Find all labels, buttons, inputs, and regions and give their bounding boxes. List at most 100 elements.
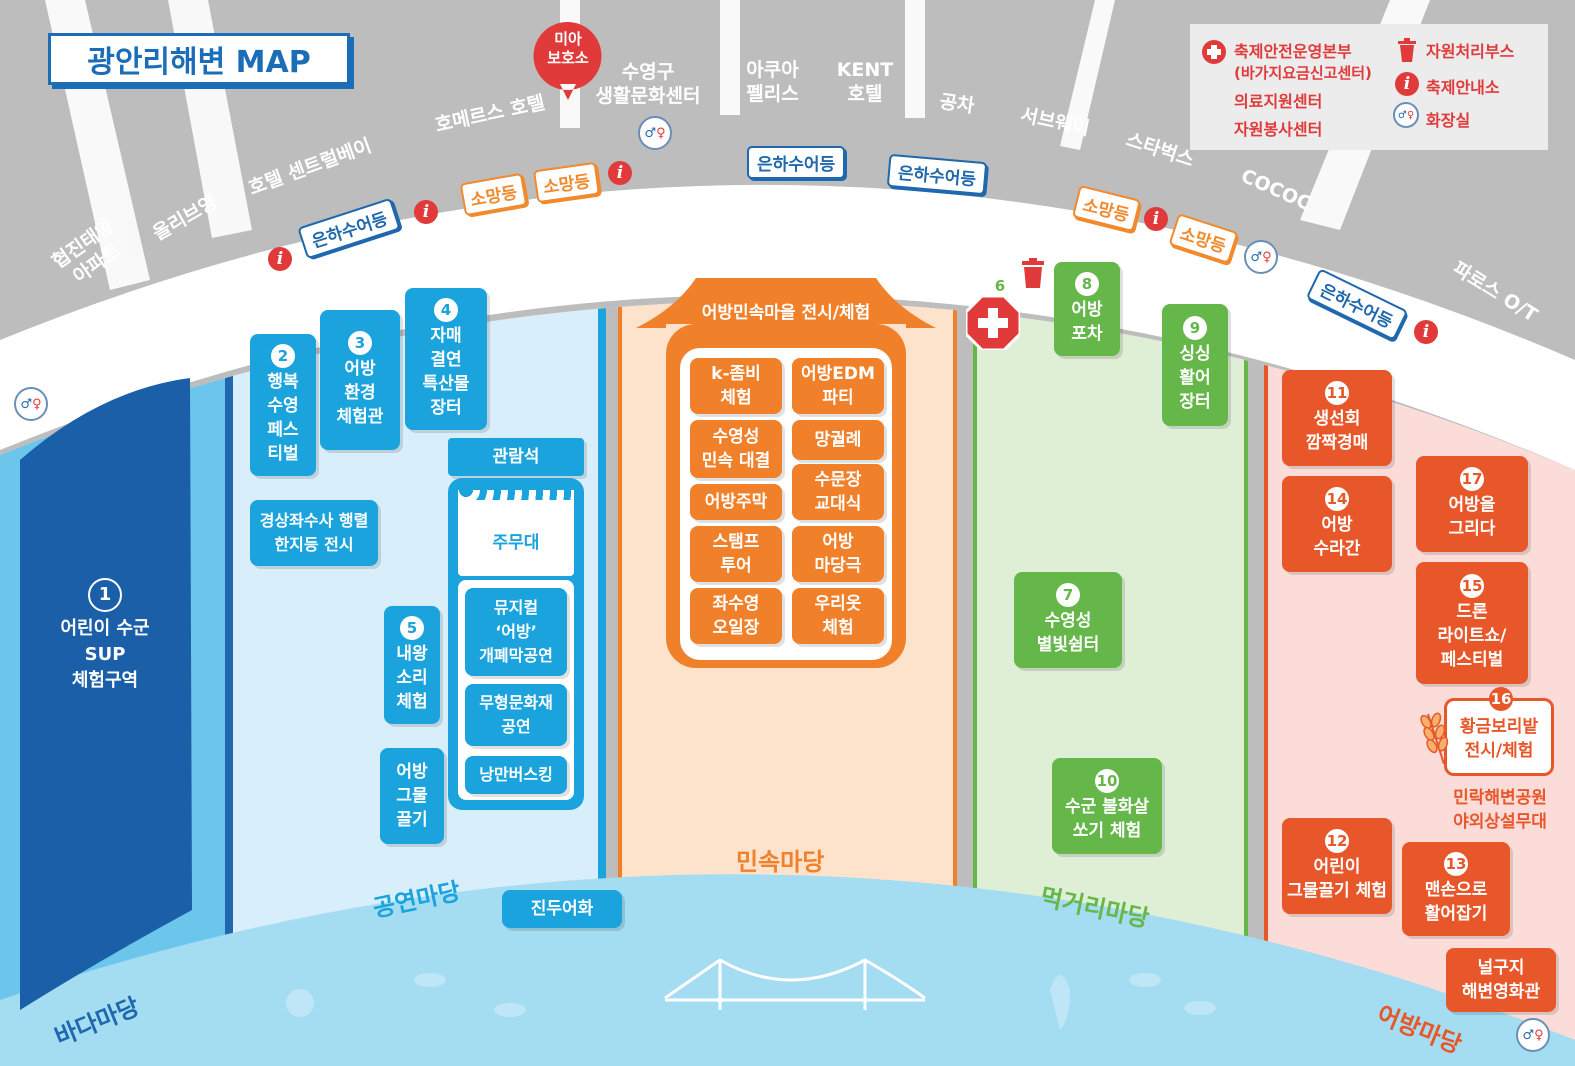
info-icon: i (1395, 72, 1419, 96)
folk-item[interactable]: 어방주막 (690, 484, 782, 520)
booth-number: 16 (1489, 687, 1513, 711)
info-icon[interactable]: i (1414, 320, 1438, 344)
booth-label: 행복 수영 페스 티벌 (267, 372, 299, 464)
info-icon[interactable]: i (608, 161, 632, 185)
folk-item[interactable]: 어방 마당극 (792, 526, 884, 582)
stands[interactable]: 관람석 (448, 438, 584, 476)
main-stage-label: 주무대 (492, 533, 540, 553)
info-icon[interactable]: i (414, 200, 438, 224)
lost-child-label: 미아 보호소 (547, 30, 589, 67)
legend: 축제안전운영본부 (바가지요금신고센터) 의료지원센터 자원봉사센터 자원처리부… (1190, 24, 1548, 150)
restroom-icon[interactable]: ♂♀ (14, 387, 48, 421)
booth-4[interactable]: 4 자매 결연 특산물 장터 (405, 288, 487, 430)
trash-icon[interactable] (1020, 258, 1046, 288)
booth-number: 4 (434, 298, 458, 322)
first-aid-octagon-icon[interactable] (966, 296, 1020, 350)
booth-number: 1 (88, 578, 122, 612)
label-kent-hotel: KENT 호텔 (836, 59, 894, 105)
booth-number: 5 (400, 616, 424, 640)
booth-8[interactable]: 8 어방 포차 (1054, 262, 1120, 356)
folk-item[interactable]: 어방EDM 파티 (792, 358, 884, 414)
booth-12[interactable]: 12 어린이 그물끌기 체험 (1282, 818, 1392, 914)
folk-item[interactable]: 스탬프 투어 (690, 526, 782, 582)
booth-number: 9 (1183, 316, 1207, 340)
booth-label: 황금보리밭 전시/체험 (1459, 717, 1539, 761)
booth-label: 어린이 그물끌기 체험 (1287, 857, 1387, 901)
intangible-heritage-show[interactable]: 무형문화재 공연 (465, 684, 567, 746)
main-stage[interactable]: 주무대 (458, 490, 574, 576)
booth-label: 어방 포차 (1071, 300, 1103, 344)
booth-label: 수군 불화살 쏘기 체험 (1064, 797, 1150, 841)
booth-number: 14 (1325, 487, 1349, 511)
booth-7[interactable]: 7 수영성 별빛쉼터 (1014, 572, 1122, 668)
trash-icon (1398, 38, 1416, 62)
booth-label: 어린이 수군 SUP 체험구역 (60, 618, 150, 691)
restroom-icon[interactable]: ♂♀ (638, 116, 672, 150)
restroom-icon[interactable]: ♂♀ (1516, 1018, 1550, 1052)
location-pin-icon (533, 22, 602, 100)
musical-opening[interactable]: 뮤지컬 ‘어방’ 개폐막공연 (465, 588, 567, 676)
hanji-lantern-exhibit[interactable]: 경상좌수사 행렬 한지등 전시 (250, 500, 378, 566)
fish-decor (286, 973, 1216, 1030)
folk-item[interactable]: 망궐례 (792, 420, 884, 460)
booth-number: 17 (1460, 467, 1484, 491)
barley-icon (1420, 712, 1449, 765)
booth-label: 드론 라이트쇼/ 페스티벌 (1437, 602, 1507, 670)
millak-park-stage[interactable]: 민락해변공원 야외상설무대 (1453, 788, 1547, 832)
folk-village-header: 어방민속마을 전시/체험 (701, 303, 871, 323)
first-aid-icon (1202, 40, 1226, 64)
legend-hq-sub: (바가지요금신고센터) (1234, 64, 1372, 82)
booth-number: 8 (1075, 272, 1099, 296)
booth-label: 맨손으로 활어잡기 (1424, 880, 1488, 924)
info-icon[interactable]: i (1144, 207, 1168, 231)
booth-number: 7 (1056, 583, 1080, 607)
jindu-fire[interactable]: 진두어화 (502, 890, 622, 928)
folk-item[interactable]: 수문장 교대식 (792, 464, 884, 520)
booth-11[interactable]: 11 생선회 깜짝경매 (1282, 370, 1392, 466)
booth-15[interactable]: 15 드론 라이트쇼/ 페스티벌 (1416, 562, 1528, 684)
booth-label: 수영성 별빛쉼터 (1036, 611, 1100, 655)
zone-folk: 민속마당 (736, 848, 825, 876)
booth-label: 싱싱 활어 장터 (1179, 344, 1211, 412)
booth-number: 2 (271, 344, 295, 368)
booth-number: 6 (988, 274, 1012, 298)
booth-16[interactable]: 16 황금보리밭 전시/체험 (1444, 687, 1554, 776)
romantic-busking[interactable]: 낭만버스킹 (465, 756, 567, 794)
folk-item[interactable]: k-좀비 체험 (690, 358, 782, 414)
folk-item[interactable]: 좌수영 오일장 (690, 588, 782, 644)
legend-trash: 자원처리부스 (1426, 42, 1515, 61)
booth-number: 11 (1325, 381, 1349, 405)
booth-17[interactable]: 17 어방을 그리다 (1416, 456, 1528, 552)
legend-hq: 축제안전운영본부 (1234, 42, 1352, 61)
booth-1[interactable]: 1 어린이 수군 SUP 체험구역 (40, 578, 170, 694)
net-pulling[interactable]: 어방 그물 끌기 (380, 748, 444, 844)
booth-number: 12 (1325, 829, 1349, 853)
neolguji-beach-cinema[interactable]: 널구지 해변영화관 (1446, 948, 1556, 1012)
booth-number: 10 (1095, 769, 1119, 793)
restroom-icon[interactable]: ♂♀ (1244, 240, 1278, 274)
legend-volunteer: 자원봉사센터 (1234, 120, 1323, 139)
label-aqua-palace: 아쿠아 펠리스 (746, 59, 799, 105)
label-suyeong-center: 수영구 생활문화센터 (595, 61, 701, 107)
booth-9[interactable]: 9 싱싱 활어 장터 (1162, 304, 1228, 426)
folk-item[interactable]: 수영성 민속 대결 (690, 420, 782, 478)
booth-label: 자매 결연 특산물 장터 (422, 326, 470, 418)
booth-number: 13 (1444, 852, 1468, 876)
booth-label: 생선회 깜짝경매 (1305, 409, 1369, 453)
legend-medical: 의료지원센터 (1234, 92, 1323, 111)
folk-item[interactable]: 우리옷 체험 (792, 588, 884, 644)
booth-number: 15 (1460, 574, 1484, 598)
info-icon[interactable]: i (268, 247, 292, 271)
lost-child-center[interactable]: 미아 보호소 (532, 20, 604, 100)
legend-info: 축제안내소 (1426, 78, 1500, 97)
map-title: 광안리해변 MAP (48, 33, 350, 85)
booth-10[interactable]: 10 수군 불화살 쏘기 체험 (1052, 758, 1162, 854)
bridge-icon (664, 958, 926, 1010)
booth-label: 어방을 그리다 (1448, 495, 1496, 539)
booth-13[interactable]: 13 맨손으로 활어잡기 (1402, 842, 1510, 936)
booth-2[interactable]: 2 행복 수영 페스 티벌 (250, 334, 316, 476)
